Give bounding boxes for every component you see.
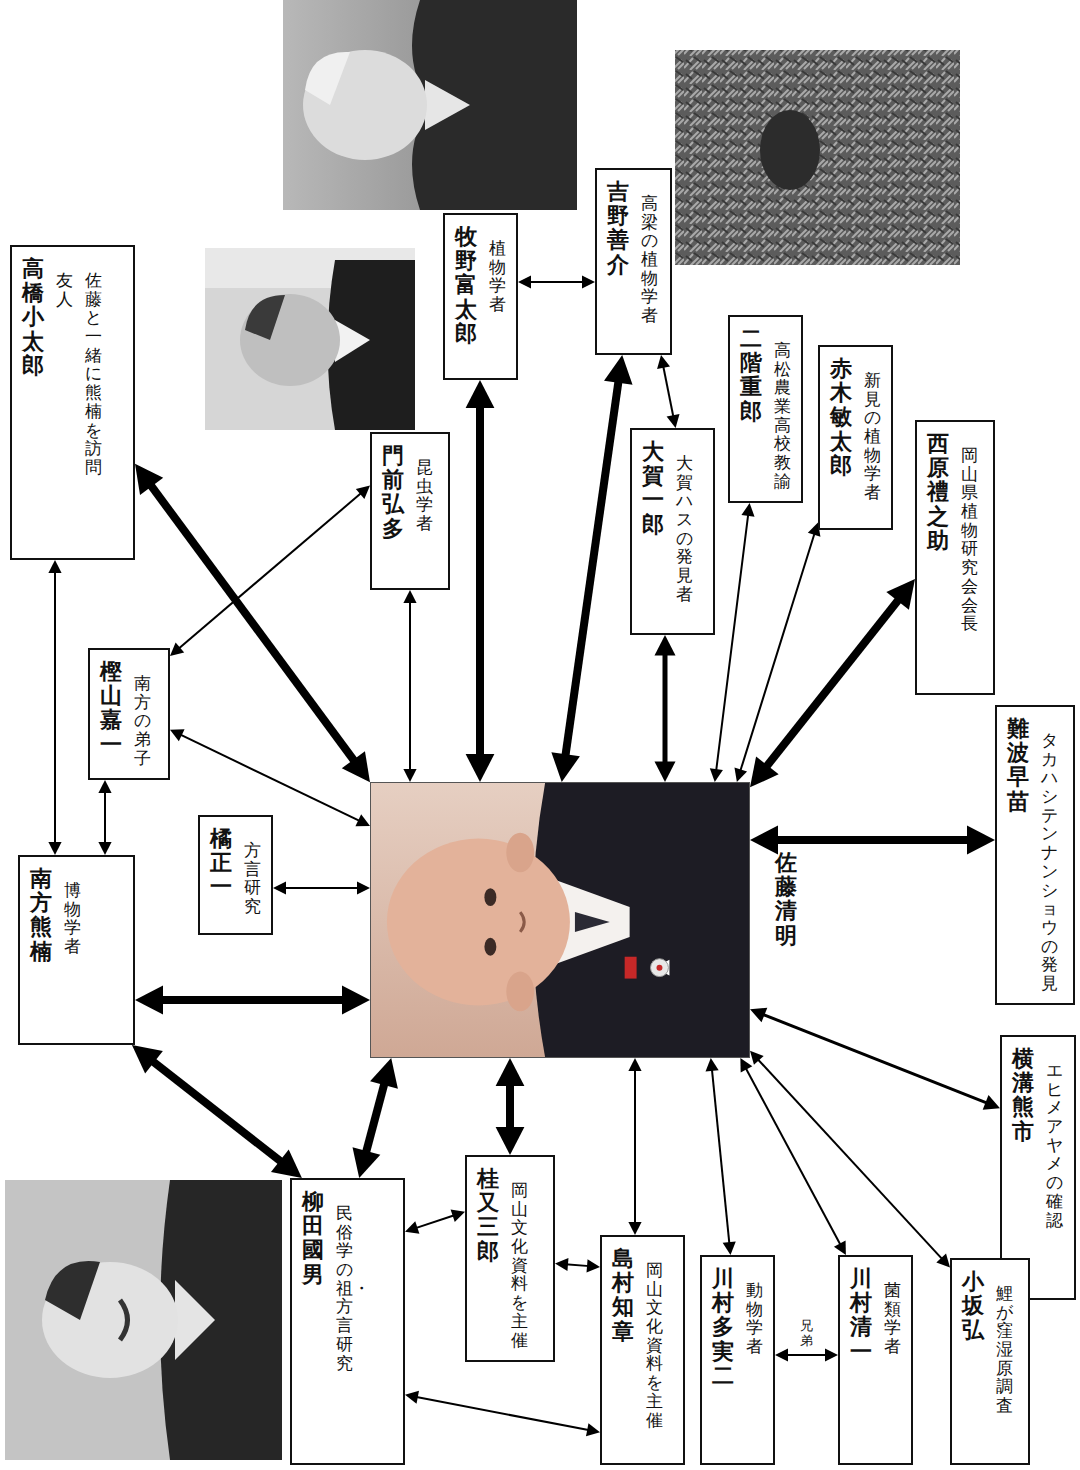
person-note: 鯉が窪湿原調査 [996, 1284, 1013, 1415]
person-note: 昆虫学者 [416, 458, 433, 533]
relation-arrow [740, 1058, 846, 1255]
person-name: 川村清一 [850, 1267, 872, 1364]
person-note: 南方の弟子 [134, 674, 151, 767]
person-note: 植物学者 [489, 239, 506, 314]
person-name: 西原禮之助 [927, 432, 949, 553]
person-box: 高橋小太郎友人佐藤と一緒に熊楠を訪問 [10, 245, 135, 560]
person-box: 小坂弘鯉が窪湿原調査 [950, 1258, 1030, 1465]
person-note: エヒメアヤメの確認 [1046, 1061, 1063, 1229]
person-note: 方言研究 [244, 841, 261, 916]
relation-arrow [403, 590, 416, 782]
relation-arrow [775, 1348, 838, 1361]
person-box: 南方熊楠博物学者 [18, 855, 135, 1045]
person-name: 小坂弘 [962, 1270, 984, 1343]
relation-arrow [628, 1058, 641, 1235]
person-note: 新見の植物学者 [864, 371, 881, 502]
person-name: 高橋小太郎 [22, 257, 44, 378]
relation-arrow [273, 881, 370, 894]
person-name: 島村知章 [612, 1247, 634, 1344]
person-box: 柳田國男民俗学の祖・方言研究 [290, 1178, 405, 1465]
person-name: 南方熊楠 [30, 867, 52, 964]
relation-arrow [518, 275, 595, 288]
person-box: 橘正一方言研究 [198, 815, 273, 935]
person-name: 川村多実二 [712, 1267, 734, 1388]
relation-arrow [750, 1008, 1000, 1110]
person-note: 高松農業高校教諭 [774, 341, 791, 491]
person-note: 民俗学の祖・方言研究 [336, 1204, 353, 1372]
person-box: 二階重郎高松農業高校教諭 [728, 315, 803, 503]
relation-arrow [405, 1391, 600, 1437]
person-name: 門前弘多 [382, 444, 404, 541]
person-name: 赤木敏太郎 [830, 357, 852, 478]
person-note: 岡山県植物研究会会長 [961, 446, 978, 633]
person-name: 牧野富太郎 [455, 225, 477, 346]
person-name: 横溝熊市 [1012, 1047, 1034, 1144]
person-box: 吉野善介高梁の植物学者 [595, 168, 672, 355]
relation-arrow [734, 522, 820, 782]
person-name: 桂又三郎 [477, 1167, 499, 1264]
person-note: 大賀ハスの発見者 [676, 454, 693, 604]
person-name: 吉野善介 [607, 180, 629, 277]
person-note: 博物学者 [64, 881, 81, 956]
person-name: 大賀一郎 [642, 440, 664, 537]
person-name: 柳田國男 [302, 1190, 324, 1287]
relation-arrow [405, 1210, 465, 1234]
relation-arrow [170, 486, 370, 656]
person-name: 樫山嘉一 [100, 660, 122, 757]
relation-arrow [750, 1051, 950, 1268]
person-note: 動物学者 [746, 1281, 763, 1356]
person-box: 西原禮之助岡山県植物研究会会長 [915, 420, 995, 695]
relation-arrow [132, 1045, 302, 1178]
plant-photo [675, 50, 960, 265]
person-box: 牧野富太郎植物学者 [443, 213, 518, 380]
relation-arrow [706, 1058, 736, 1255]
portrait-photo [5, 1180, 282, 1460]
person-name: 難波早苗 [1007, 717, 1029, 814]
person-box: 赤木敏太郎新見の植物学者 [818, 345, 893, 530]
person-note: 佐藤と一緒に熊楠を訪問 [85, 271, 102, 477]
relation-arrow [655, 635, 676, 782]
person-box: 川村清一菌類学者 [838, 1255, 913, 1465]
person-note: 友人 [56, 271, 73, 308]
person-note: 岡山文化資料を主催 [646, 1261, 663, 1429]
relation-arrow [135, 986, 370, 1015]
relation-arrow [170, 729, 370, 826]
person-box: 島村知章岡山文化資料を主催 [600, 1235, 685, 1465]
relation-arrow [555, 1258, 600, 1273]
person-box: 門前弘多昆虫学者 [370, 432, 450, 590]
portrait-node: 佐藤清明 [370, 782, 750, 1058]
relation-arrow [750, 579, 915, 787]
person-note: 岡山文化資料を主催 [511, 1181, 528, 1349]
person-name: 橘正一 [210, 827, 232, 900]
person-note: 高梁の植物学者 [641, 194, 658, 325]
portrait-photo [371, 783, 749, 1057]
relation-arrow [48, 560, 61, 855]
portrait-photo [283, 0, 577, 210]
relation-arrow [657, 355, 679, 428]
relation-arrow [710, 503, 755, 782]
person-box: 難波早苗タカハシテンナンショウの発見 [995, 705, 1075, 1005]
person-box: 川村多実二動物学者 [700, 1255, 775, 1465]
person-box: 大賀一郎大賀ハスの発見者 [630, 428, 715, 635]
relation-arrow [353, 1058, 398, 1178]
person-box: 桂又三郎岡山文化資料を主催 [465, 1155, 555, 1362]
relation-arrow [496, 1058, 525, 1155]
edge-label: 兄弟 [799, 1318, 814, 1349]
relation-arrow [135, 464, 370, 782]
person-name: 二階重郎 [740, 327, 762, 424]
main-name: 佐藤清明 [775, 851, 797, 948]
portrait-photo [205, 248, 415, 430]
relation-arrow [551, 355, 632, 782]
relation-arrow [98, 780, 111, 855]
relation-arrow [466, 380, 495, 782]
person-box: 樫山嘉一南方の弟子 [88, 648, 170, 780]
person-note: タカハシテンナンショウの発見 [1041, 731, 1058, 993]
person-note: 菌類学者 [884, 1281, 901, 1356]
